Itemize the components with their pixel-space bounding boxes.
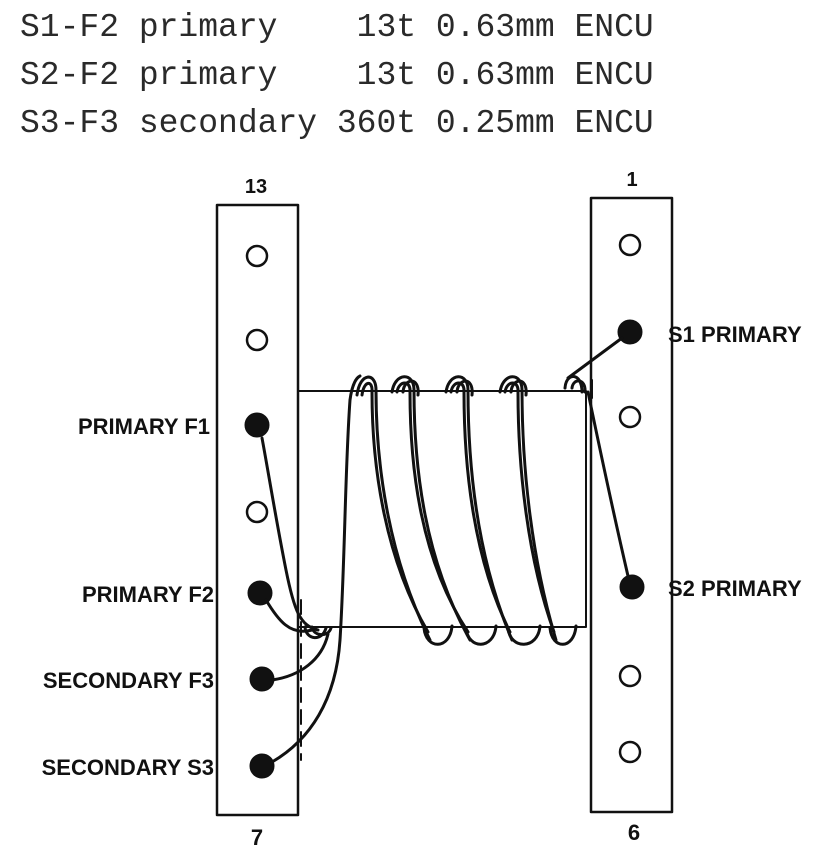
label-s2-primary: S2 PRIMARY (668, 576, 802, 601)
lead-wires (260, 336, 630, 764)
lead-secondary-f3 (270, 632, 330, 682)
pin-open-l1 (245, 244, 269, 268)
pin-number-7: 7 (251, 825, 263, 850)
label-primary-f1: PRIMARY F1 (78, 414, 210, 439)
label-s1-primary: S1 PRIMARY (668, 322, 802, 347)
coil-windings (303, 375, 587, 646)
pin-number-13: 13 (245, 176, 267, 198)
pin-open-l4 (245, 500, 269, 524)
lead-s1-primary (566, 336, 624, 380)
spec-line-s3-f3: S3-F3 secondary 360t 0.25mm ENCU (20, 105, 654, 142)
label-primary-f2: PRIMARY F2 (82, 582, 214, 607)
lead-primary-f2 (264, 598, 314, 633)
label-secondary-s3: SECONDARY S3 (42, 755, 214, 780)
right-terminal-strip (589, 196, 674, 814)
lead-s2-primary (586, 390, 630, 578)
pin-open-r1 (618, 233, 642, 257)
pin-open-r3 (618, 405, 642, 429)
pin-s1-primary (617, 319, 643, 345)
pin-s2-primary (619, 574, 645, 600)
pin-open-r5 (618, 664, 642, 688)
winding-spec: S1-F2 primary 13t 0.63mm ENCU S2-F2 prima… (20, 4, 654, 148)
left-terminal-strip (215, 203, 300, 817)
spec-line-s2-f2: S2-F2 primary 13t 0.63mm ENCU (20, 57, 654, 94)
pin-number-6: 6 (628, 820, 640, 845)
label-secondary-f3: SECONDARY F3 (43, 668, 214, 693)
spec-line-s1-f2: S1-F2 primary 13t 0.63mm ENCU (20, 9, 654, 46)
pin-open-l2 (245, 328, 269, 352)
lead-secondary-s3 (270, 374, 362, 764)
pin-primary-f1 (244, 412, 270, 438)
pin-secondary-s3 (249, 753, 275, 779)
lead-primary-f1 (260, 436, 320, 632)
pin-secondary-f3 (249, 666, 275, 692)
pin-number-1: 1 (626, 169, 637, 191)
pin-open-r6 (618, 740, 642, 764)
